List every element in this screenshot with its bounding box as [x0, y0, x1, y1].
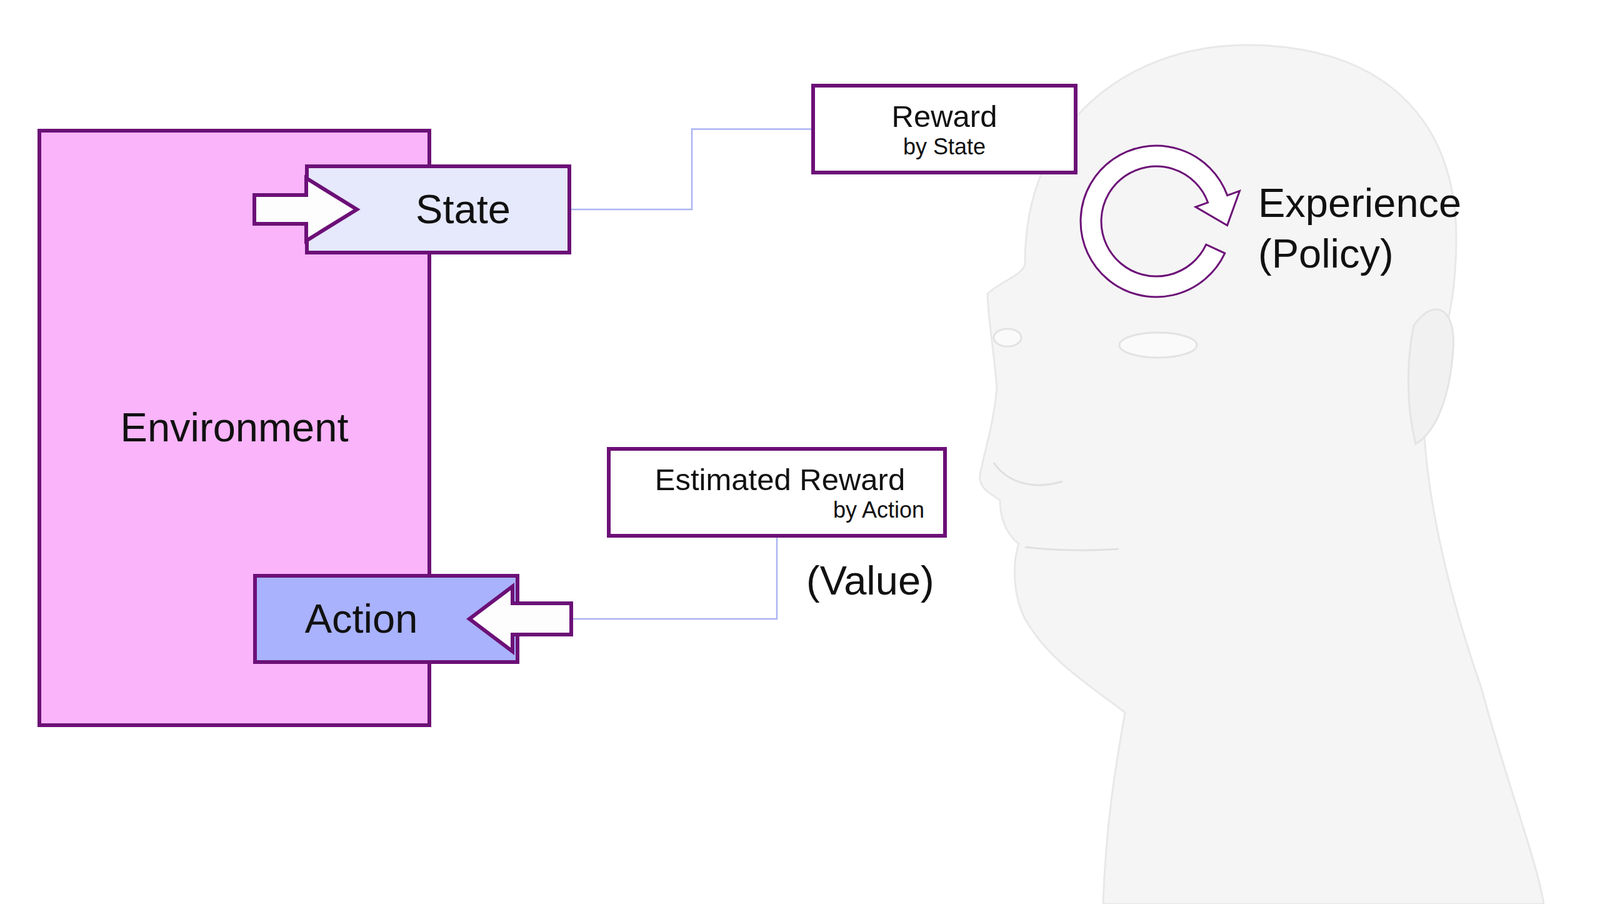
head-eye: [1119, 332, 1197, 358]
connector-line: [571, 129, 812, 210]
node-title: State: [415, 186, 511, 234]
head-mouth: [1025, 546, 1119, 550]
node-subtitle: by State: [903, 133, 986, 160]
action-output-arrow: [469, 586, 572, 652]
reward-box: Rewardby State: [811, 83, 1078, 175]
head-eye: [993, 328, 1022, 347]
head-ear: [1408, 309, 1454, 444]
connector-line: [519, 537, 777, 619]
node-title: Estimated Reward: [655, 461, 905, 497]
head-nose: [993, 462, 1063, 485]
policy-label: Experience (Policy): [1258, 177, 1462, 280]
value-label: (Value): [806, 555, 935, 606]
state-box: State: [305, 164, 572, 255]
node-title: Action: [305, 595, 419, 643]
action-box: Action: [253, 573, 520, 664]
node-title: Reward: [891, 98, 998, 134]
node-title: Environment: [120, 404, 349, 452]
cycle-arrow: [1080, 145, 1240, 297]
state-input-arrow: [254, 178, 357, 241]
node-subtitle: by Action: [833, 496, 925, 523]
estimated-reward-box: Estimated Rewardby Action: [606, 446, 947, 538]
